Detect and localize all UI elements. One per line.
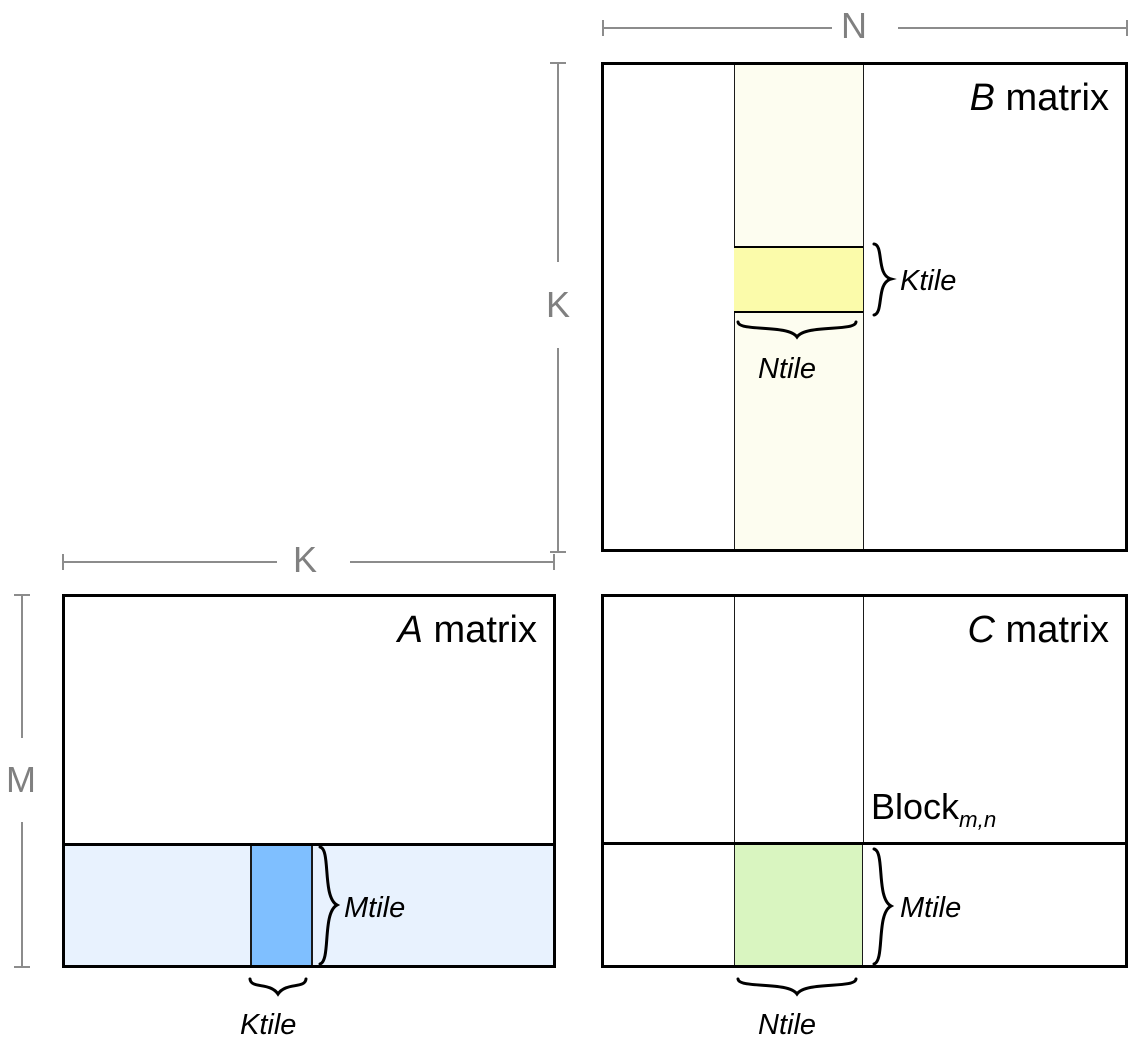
brace-b-ntile <box>736 318 862 342</box>
brace-c-mtile <box>870 847 896 967</box>
matrix-b-title-word: matrix <box>1005 77 1109 119</box>
label-a-ktile: Ktile <box>240 1009 297 1041</box>
matrix-b-title-symbol: B <box>969 77 995 119</box>
dimension-m-line-bottom <box>21 822 23 967</box>
matrix-a-title-symbol: A <box>397 609 423 651</box>
matrix-c-title-word: matrix <box>1005 609 1109 651</box>
matrix-b: B matrix <box>601 62 1128 552</box>
matrix-a-tile <box>250 846 313 965</box>
matrix-c-title: C matrix <box>968 609 1109 652</box>
matrix-c-title-symbol: C <box>967 609 995 651</box>
dimension-m-line-top <box>21 594 23 738</box>
matrix-b-tile <box>734 246 863 313</box>
label-c-mtile: Mtile <box>900 892 962 924</box>
dimension-k-horizontal-cap-right <box>553 554 555 570</box>
dimension-k-vertical-line-bottom <box>557 348 559 552</box>
label-c-block: Blockm,n <box>871 786 996 833</box>
matrix-c-divider-right <box>863 597 864 842</box>
matrix-b-title: B matrix <box>970 77 1109 120</box>
dimension-n-line-right <box>898 27 1128 29</box>
label-c-ntile: Ntile <box>758 1009 817 1041</box>
dimension-k-horizontal-label: K <box>293 539 318 580</box>
brace-c-ntile <box>736 975 862 999</box>
matrix-a-title-word: matrix <box>433 609 537 651</box>
label-a-mtile: Mtile <box>344 892 406 924</box>
brace-b-ktile <box>870 242 897 318</box>
label-b-ktile: Ktile <box>900 265 957 297</box>
dimension-n-line-left <box>602 27 832 29</box>
matrix-a: A matrix <box>62 594 556 968</box>
dimension-m-label: M <box>6 759 36 800</box>
dimension-k-vertical-label: K <box>546 284 571 325</box>
dimension-m-cap-bottom <box>14 966 30 968</box>
brace-a-ktile <box>248 975 312 999</box>
label-c-block-text: Block <box>871 786 960 827</box>
matrix-c-row-divider <box>604 842 1125 845</box>
label-b-ntile: Ntile <box>758 353 817 385</box>
label-c-block-subscript: m,n <box>959 807 997 833</box>
dimension-n-label: N <box>841 5 867 46</box>
dimension-k-vertical-line-top <box>557 62 559 262</box>
dimension-k-vertical-cap-bottom <box>550 551 566 553</box>
brace-a-mtile <box>316 845 342 967</box>
matrix-c-divider-left <box>734 597 735 842</box>
matrix-a-title: A matrix <box>398 609 537 652</box>
matrix-b-strip-divider-right <box>863 65 864 549</box>
dimension-k-horizontal-line-right <box>350 561 555 563</box>
matrix-c-tile <box>734 845 863 965</box>
dimension-n-cap-right <box>1126 20 1128 36</box>
matrix-c: C matrix <box>601 594 1128 968</box>
dimension-k-horizontal-line-left <box>62 561 277 563</box>
